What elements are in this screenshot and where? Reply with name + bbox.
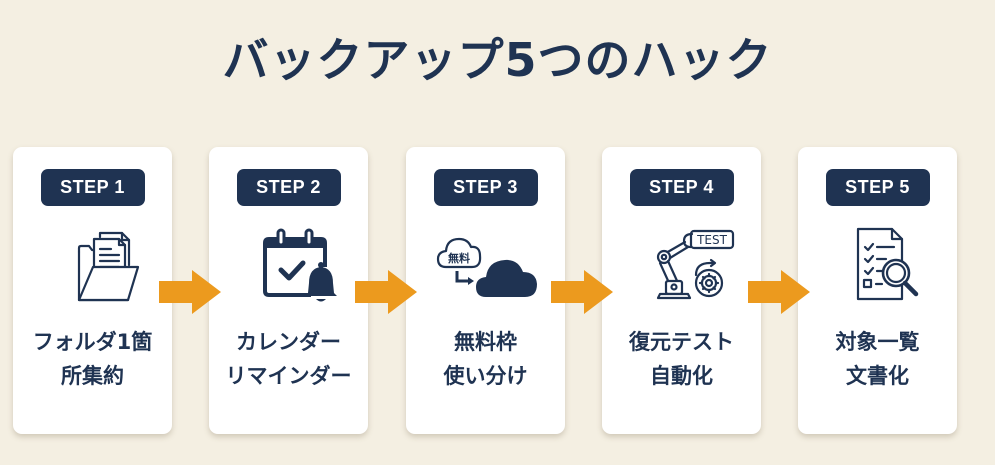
folder-documents-icon <box>33 223 153 305</box>
step-badge: STEP 1 <box>40 169 145 206</box>
step-badge: STEP 3 <box>433 169 538 206</box>
step-card-3: STEP 3 無料 無料枠 使い分け <box>406 147 565 434</box>
step-label-line: 所集約 <box>61 364 124 388</box>
arrow-right-icon <box>355 270 417 314</box>
step-label-line: フォルダ1箇 <box>32 330 153 354</box>
calendar-bell-icon <box>229 223 349 305</box>
step-card-4: STEP 4 TEST <box>602 147 761 434</box>
step-card-2: STEP 2 カレンダー リマインダー <box>209 147 368 434</box>
arrow-right-icon <box>748 270 810 314</box>
step-label-line: 無料枠 <box>454 330 517 354</box>
step-badge: STEP 2 <box>236 169 341 206</box>
robot-arm-test-icon: TEST <box>622 223 742 305</box>
arrow-right-icon <box>159 270 221 314</box>
step-label: 無料枠 使い分け <box>406 325 565 393</box>
page-title: バックアップ5つのハック <box>222 33 773 87</box>
step-badge: STEP 4 <box>629 169 734 206</box>
step-label-line: 復元テスト <box>629 330 734 354</box>
step-label-line: リマインダー <box>225 364 352 388</box>
step-badge: STEP 5 <box>825 169 930 206</box>
step-card-5: STEP 5 対象一覧 文書化 <box>798 147 957 434</box>
cloud-transfer-icon: 無料 <box>426 223 546 305</box>
step-label: 対象一覧 文書化 <box>798 325 957 393</box>
step-label: フォルダ1箇 所集約 <box>13 325 172 393</box>
arrow-right-icon <box>551 270 613 314</box>
checklist-magnifier-icon <box>818 223 938 305</box>
step-card-1: STEP 1 フォルダ1箇 所集約 <box>13 147 172 434</box>
step-label-line: カレンダー <box>236 330 341 354</box>
step-label: 復元テスト 自動化 <box>602 325 761 393</box>
test-tag-text: TEST <box>696 233 728 247</box>
step-label-line: 対象一覧 <box>835 330 920 354</box>
step-label-line: 文書化 <box>846 364 909 388</box>
step-label: カレンダー リマインダー <box>209 325 368 393</box>
step-label-line: 使い分け <box>443 364 528 388</box>
step-label-line: 自動化 <box>650 364 713 388</box>
cloud-label-text: 無料 <box>448 251 470 265</box>
